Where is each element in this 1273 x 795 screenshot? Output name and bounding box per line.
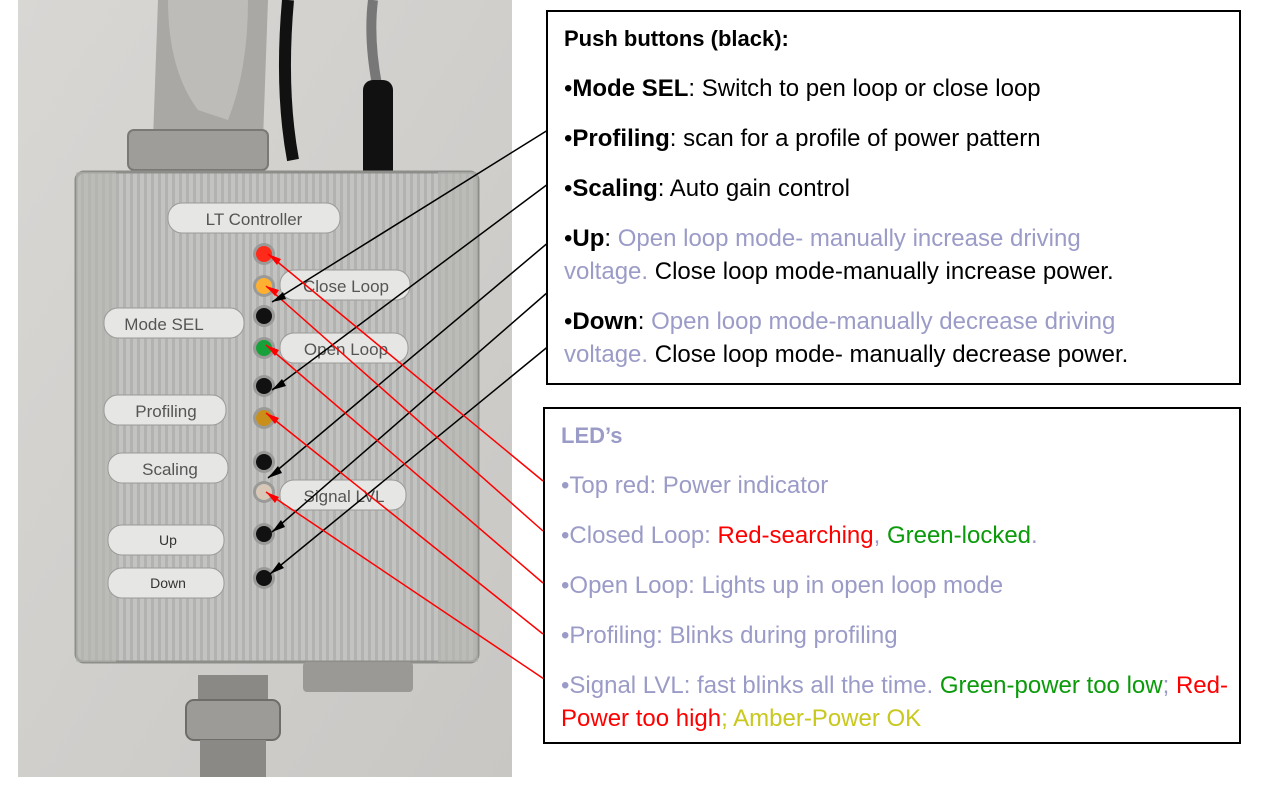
- down-desc: •Down: Open loop mode-manually decrease …: [564, 308, 1129, 368]
- push-buttons-title: Push buttons (black):: [564, 26, 789, 51]
- close-loop-label: Close Loop: [303, 277, 389, 296]
- leds-title: LED’s: [561, 423, 623, 448]
- closed-loop-led: [256, 278, 272, 294]
- lt-controller-label: LT Controller: [206, 210, 303, 229]
- mode-sel-button[interactable]: [256, 308, 272, 324]
- profiling-led-desc: •Profiling: Blinks during profiling: [561, 622, 898, 649]
- profiling-desc: •Profiling: scan for a profile of power …: [564, 125, 1041, 152]
- up-label: Up: [159, 532, 177, 548]
- top-red-desc: •Top red: Power indicator: [561, 472, 829, 499]
- closed-loop-desc: •Closed Loop: Red-searching, Green-locke…: [561, 522, 1038, 549]
- open-loop-label: Open Loop: [304, 340, 388, 359]
- profiling-button[interactable]: [256, 378, 272, 394]
- signal-lvl-desc: •Signal LVL: fast blinks all the time. G…: [561, 672, 1228, 732]
- signal-lvl-label: Signal LVL: [304, 487, 385, 506]
- mode-sel-desc: •Mode SEL: Switch to pen loop or close l…: [564, 75, 1041, 102]
- down-button[interactable]: [256, 570, 272, 586]
- scaling-button[interactable]: [256, 454, 272, 470]
- leds-box: LED’s •Top red: Power indicator •Closed …: [543, 407, 1241, 744]
- open-loop-led: [256, 340, 272, 356]
- open-loop-desc: •Open Loop: Lights up in open loop mode: [561, 572, 1004, 599]
- mode-sel-label: Mode SEL: [124, 315, 203, 334]
- device-photo: LT Controller Close Loop Mode SEL Open L…: [18, 0, 512, 777]
- push-buttons-box: Push buttons (black): •Mode SEL: Switch …: [546, 10, 1241, 385]
- down-label: Down: [150, 575, 186, 591]
- up-button[interactable]: [256, 526, 272, 542]
- power-led: [256, 246, 272, 262]
- scaling-desc: •Scaling: Auto gain control: [564, 175, 850, 202]
- scaling-label: Scaling: [142, 460, 198, 479]
- profiling-label: Profiling: [135, 402, 196, 421]
- up-desc: •Up: Open loop mode- manually increase d…: [564, 225, 1114, 285]
- profiling-led: [256, 410, 272, 426]
- signal-lvl-led: [256, 484, 272, 500]
